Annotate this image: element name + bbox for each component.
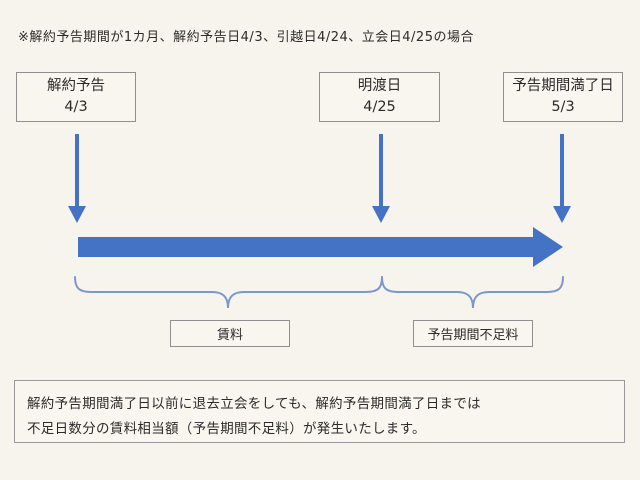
footer-note: 解約予告期間満了日以前に退去立会をしても、解約予告期間満了日までは 不足日数分の…: [14, 380, 625, 443]
event-date: 4/3: [64, 99, 88, 115]
event-box-handover-day: 明渡日 4/25: [319, 72, 440, 122]
event-date: 5/3: [551, 99, 575, 115]
brace-shortfall: [381, 276, 564, 309]
event-label: 明渡日: [357, 78, 402, 94]
footer-line-2: 不足日数分の賃料相当額（予告期間不足料）が発生いたします。: [27, 421, 426, 437]
down-arrow-icon: [68, 134, 86, 223]
brace-rent: [74, 276, 383, 309]
timeline-arrow-icon: [78, 227, 563, 267]
event-label: 解約予告: [47, 78, 105, 94]
down-arrow-icon: [553, 134, 571, 223]
down-arrow-icon: [372, 134, 390, 223]
event-label: 予告期間満了日: [512, 78, 614, 94]
span-label-text: 予告期間不足料: [427, 328, 519, 343]
case-note: ※解約予告期間が1カ月、解約予告日4/3、引越日4/24、立会日4/25の場合: [18, 30, 474, 45]
event-box-notice-period-end: 予告期間満了日 5/3: [503, 72, 623, 122]
span-label-text: 賃料: [216, 328, 243, 343]
event-date: 4/25: [363, 99, 396, 115]
span-label-notice-shortfall-fee: 予告期間不足料: [413, 320, 533, 347]
event-box-cancellation-notice: 解約予告 4/3: [16, 72, 136, 122]
span-label-rent: 賃料: [170, 320, 290, 347]
footer-line-1: 解約予告期間満了日以前に退去立会をしても、解約予告期間満了日までは: [27, 396, 481, 412]
